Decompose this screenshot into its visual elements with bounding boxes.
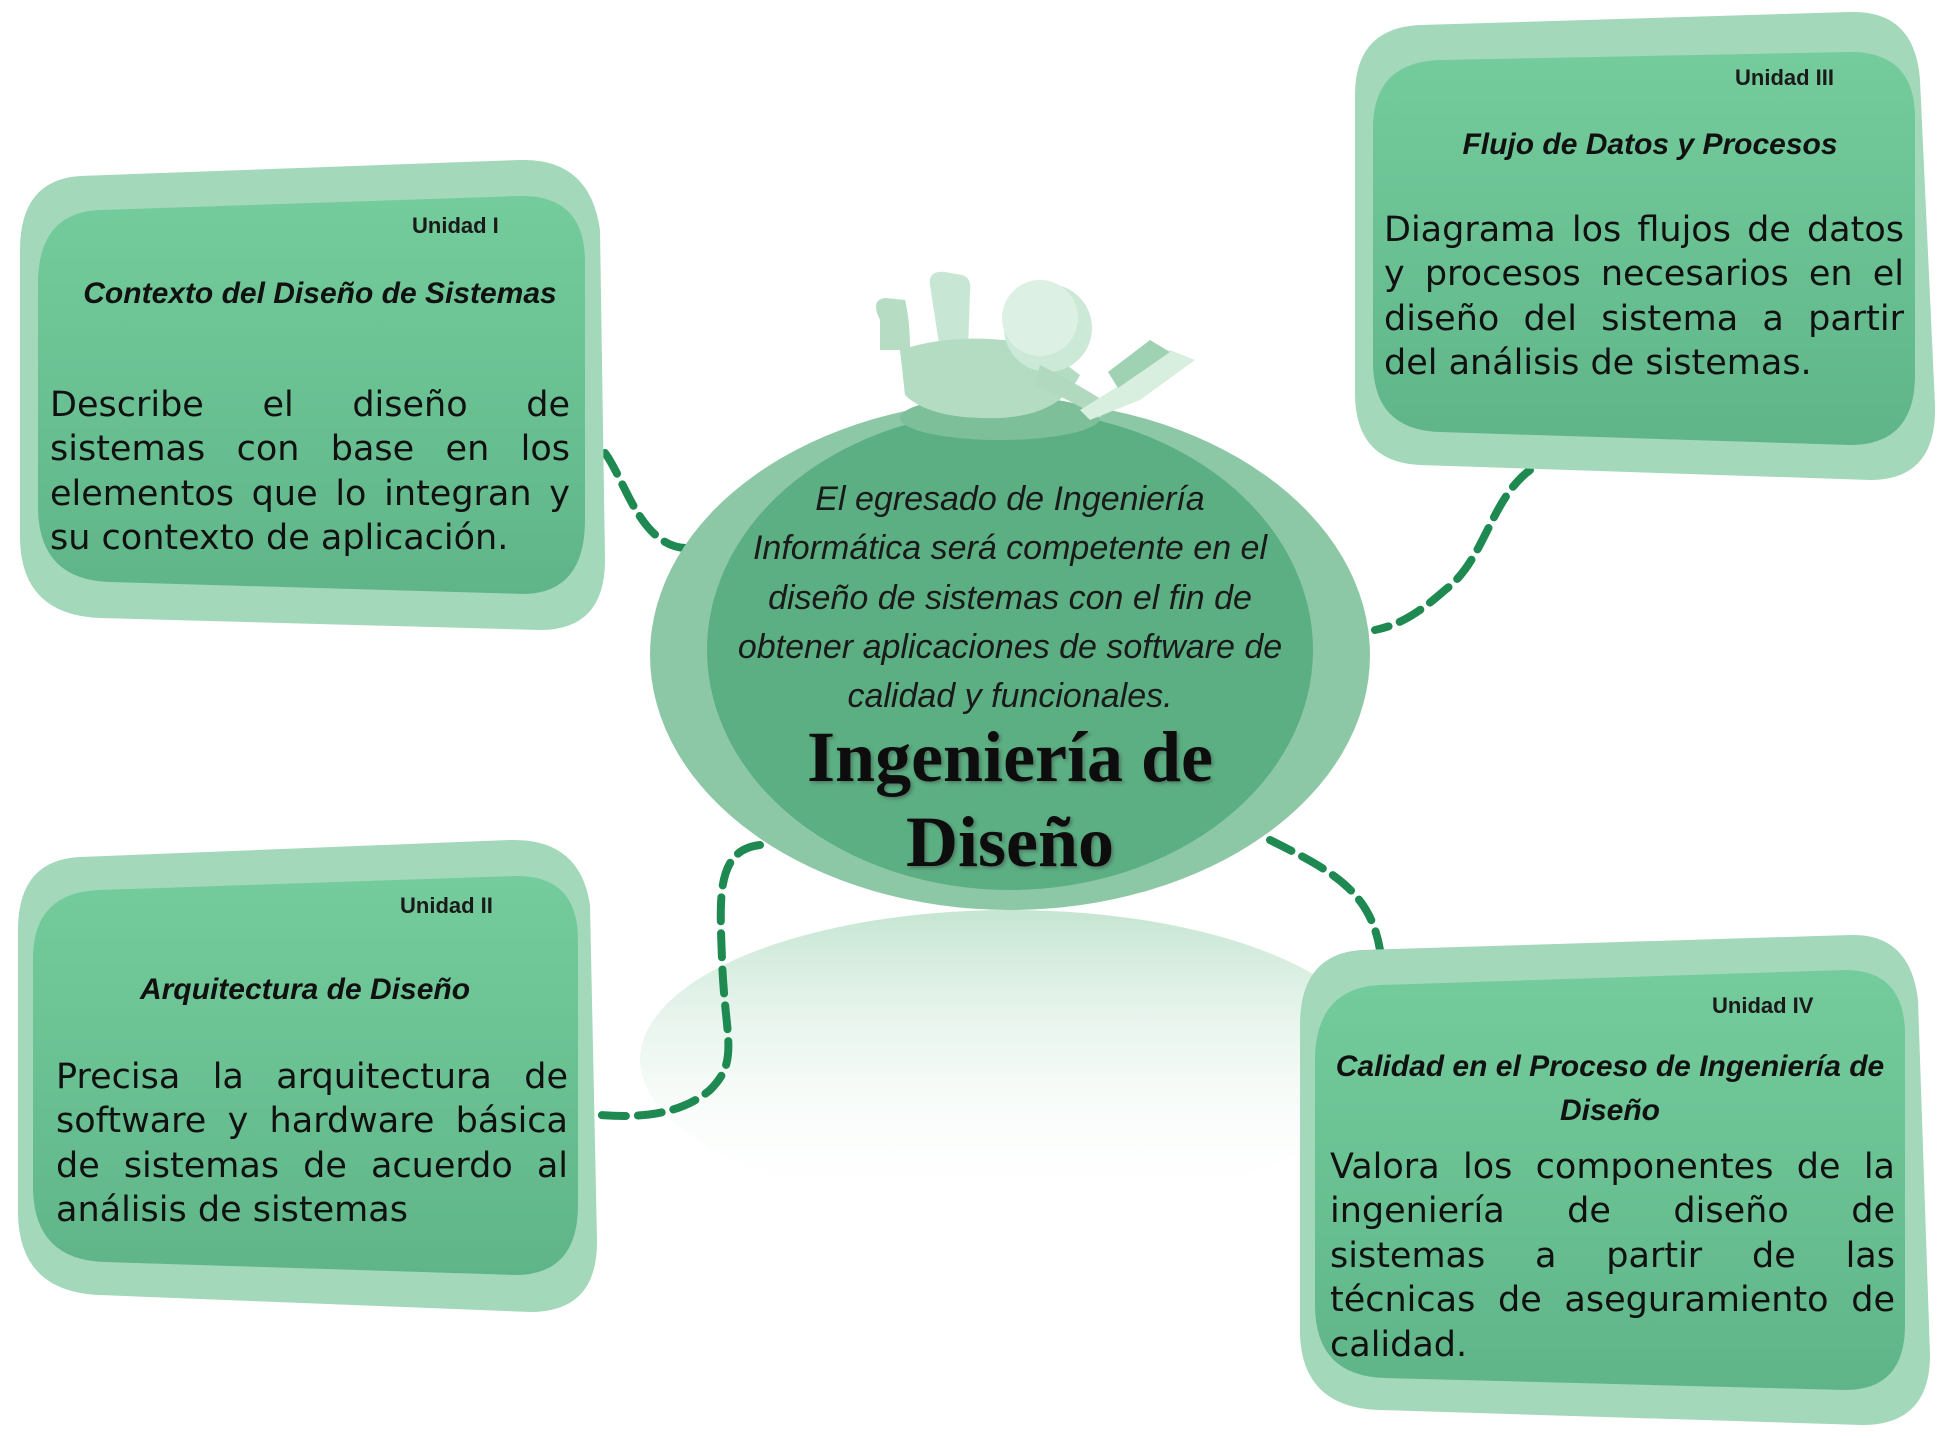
unidad-4-description: Valora los componentes de la ingeniería …: [1330, 1147, 1895, 1365]
unidad-4-title: Calidad en el Proceso de Ingeniería de D…: [1335, 1050, 1885, 1127]
center-ellipse-inner: [707, 410, 1313, 890]
unidad-1-label: Unidad I: [412, 213, 499, 238]
connectors: [596, 449, 1534, 1120]
unidad-2-label: Unidad II: [400, 893, 493, 918]
unidad-1-description: Describe el diseño de sistemas con base …: [50, 385, 570, 559]
connector-unidad-1: [601, 449, 689, 552]
center-node: [650, 400, 1370, 910]
unidad-1-box: [20, 159, 605, 630]
unidad-3-box: [1355, 11, 1936, 480]
unidad-4-box: [1300, 934, 1930, 1425]
center-reflection: [640, 910, 1380, 1210]
unidad-3-label: Unidad III: [1735, 65, 1834, 90]
connector-unidad-3: [1371, 466, 1534, 634]
unidad-3-box-front: [1373, 52, 1915, 445]
center-title-line2: Diseño: [905, 802, 1115, 882]
center-title-line1: Ingeniería de: [807, 717, 1213, 797]
unidad-1-title: Contexto del Diseño de Sistemas: [83, 277, 557, 310]
connector-unidad-4: [1266, 836, 1384, 954]
unidad-2-title: Arquitectura de Diseño: [139, 973, 471, 1006]
person-with-laptop-icon: [876, 271, 1195, 440]
unidad-4-box-front: [1315, 970, 1905, 1390]
unidad-2-box-front: [33, 875, 578, 1275]
unidad-3-title: Flujo de Datos y Procesos: [1462, 128, 1838, 161]
unidad-4-label: Unidad IV: [1712, 993, 1814, 1018]
connector-unidad-2: [596, 841, 764, 1120]
unidad-3-description: Diagrama los flujos de datos y procesos …: [1384, 210, 1904, 384]
unidad-2-box: [18, 839, 598, 1312]
unidad-2-description: Precisa la arquitectura de software y ha…: [56, 1057, 568, 1231]
center-description: El egresado de Ingeniería Informática se…: [737, 480, 1283, 716]
unidad-1-box-front: [38, 195, 585, 594]
